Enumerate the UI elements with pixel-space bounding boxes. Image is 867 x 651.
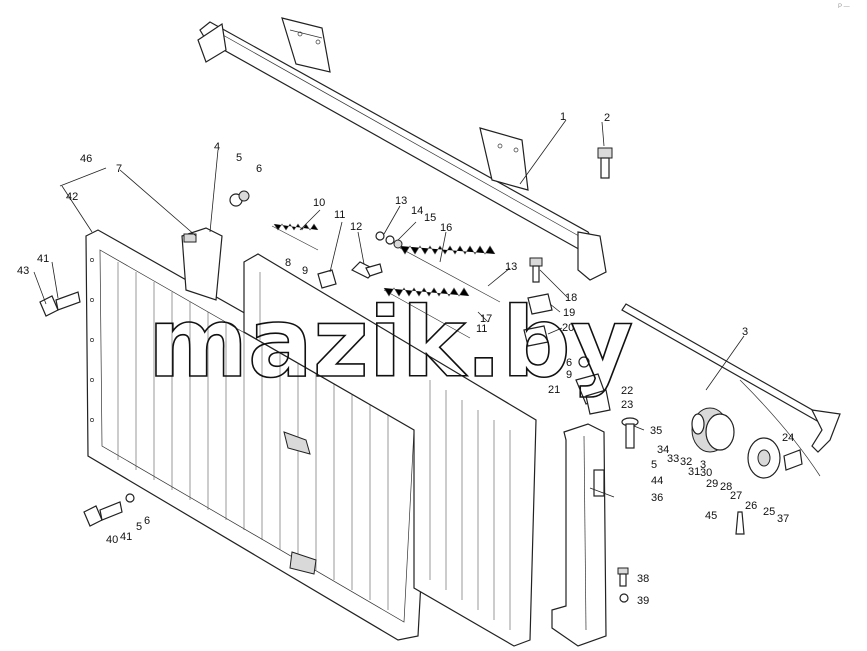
support-post-36 xyxy=(551,423,607,647)
callout-11-second: 11 xyxy=(476,323,487,335)
callout-28: 28 xyxy=(720,481,732,493)
callout-29: 29 xyxy=(706,478,718,490)
callout-6-second: 6 xyxy=(566,357,572,369)
callout-37: 37 xyxy=(777,513,789,525)
spring-17 xyxy=(383,287,471,339)
plate-20 xyxy=(523,325,549,347)
spring-16 xyxy=(399,245,501,303)
washer-6-9 xyxy=(578,356,590,368)
callout-41-second: 41 xyxy=(120,531,132,543)
callout-43: 43 xyxy=(17,265,29,277)
callout-8: 8 xyxy=(285,257,291,269)
callout-12: 12 xyxy=(350,221,362,233)
callout-2: 2 xyxy=(604,112,610,124)
callout-17: 17 xyxy=(480,313,492,325)
callout-13-second: 13 xyxy=(505,261,517,273)
callout-38: 38 xyxy=(637,573,649,585)
plate-19 xyxy=(527,293,553,315)
cross-beam-tube xyxy=(197,17,607,281)
callout-13: 13 xyxy=(395,195,407,207)
callout-39: 39 xyxy=(637,595,649,607)
callout-5-third: 5 xyxy=(136,521,142,533)
callout-19: 19 xyxy=(563,307,575,319)
callout-21: 21 xyxy=(548,384,560,396)
shutter-panel xyxy=(243,253,537,647)
callout-27: 27 xyxy=(730,490,742,502)
callout-1: 1 xyxy=(560,111,566,123)
callout-46: 46 xyxy=(80,153,92,165)
callout-16: 16 xyxy=(440,222,452,234)
callout-14: 14 xyxy=(411,205,423,217)
pin-35 xyxy=(621,417,639,449)
callout-22: 22 xyxy=(621,385,633,397)
leader-lines xyxy=(33,119,745,498)
callout-labels: 1 2 3 4 5 6 7 8 9 10 11 12 13 14 15 16 1… xyxy=(17,111,794,607)
callout-3-second: 3 xyxy=(700,459,706,471)
callout-23: 23 xyxy=(621,399,633,411)
callout-7: 7 xyxy=(116,163,122,175)
callout-24: 24 xyxy=(782,432,794,444)
callout-42: 42 xyxy=(66,191,78,203)
callout-25: 25 xyxy=(763,506,775,518)
washers-13-14-15 xyxy=(375,231,403,249)
corner-mark: Р — xyxy=(838,4,850,10)
callout-33: 33 xyxy=(667,453,679,465)
plate-11 xyxy=(317,269,337,289)
callout-36: 36 xyxy=(651,492,663,504)
mount-bracket-4 xyxy=(181,227,223,301)
callout-9: 9 xyxy=(302,265,308,277)
callout-4: 4 xyxy=(214,141,220,153)
callout-44: 44 xyxy=(651,475,663,487)
callout-18: 18 xyxy=(565,292,577,304)
callout-6: 6 xyxy=(256,163,262,175)
callout-30: 30 xyxy=(700,467,712,479)
callout-5: 5 xyxy=(236,152,242,164)
spring-10 xyxy=(271,223,319,251)
callout-35: 35 xyxy=(650,425,662,437)
callout-34: 34 xyxy=(657,444,669,456)
bolt-40 xyxy=(83,493,135,527)
callout-40: 40 xyxy=(106,534,118,546)
callout-31: 31 xyxy=(688,466,700,478)
bracket-21-23 xyxy=(575,373,611,415)
control-rod-3 xyxy=(621,303,841,477)
callout-26: 26 xyxy=(745,500,757,512)
callout-6-third: 6 xyxy=(144,515,150,527)
pin-37 xyxy=(735,511,745,535)
bolt-18 xyxy=(529,257,543,283)
callout-11: 11 xyxy=(334,209,345,221)
callout-5-second: 5 xyxy=(651,459,657,471)
gear-assembly xyxy=(691,407,803,479)
callout-45: 45 xyxy=(705,510,717,522)
callout-3: 3 xyxy=(742,326,748,338)
callout-41: 41 xyxy=(37,253,49,265)
bolt-38-39 xyxy=(617,567,629,603)
nut-5-6 xyxy=(229,190,250,207)
bolt-12 xyxy=(350,261,383,279)
callout-32: 32 xyxy=(680,456,692,468)
callout-15: 15 xyxy=(424,212,436,224)
watermark: mazik.by xyxy=(148,287,633,399)
callout-9-second: 9 xyxy=(566,369,572,381)
bolt-2 xyxy=(597,147,613,179)
callout-20: 20 xyxy=(562,322,574,334)
callout-10: 10 xyxy=(313,197,325,209)
